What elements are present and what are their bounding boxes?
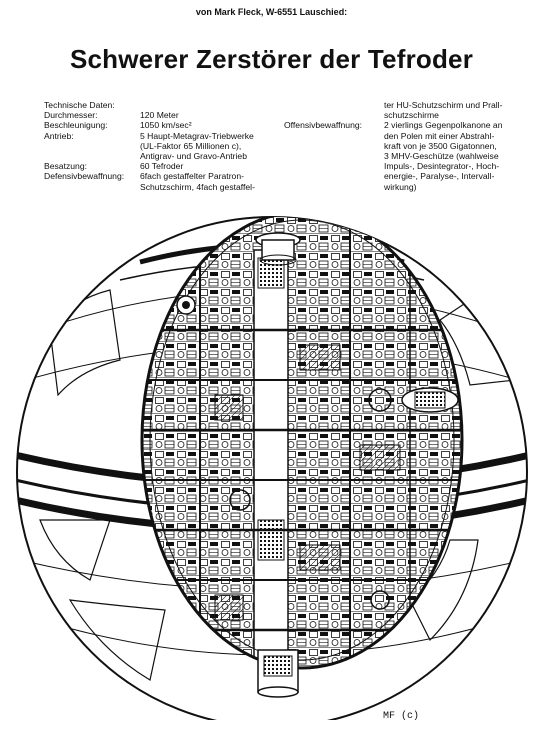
spaceship-cutaway-illustration (16, 216, 528, 720)
spec-continuation: schutzschirme (384, 110, 439, 121)
top-pole-turret (255, 232, 301, 266)
artist-credit: MF (c) (383, 711, 420, 722)
spec-label: Beschleunigung: (44, 120, 108, 131)
spec-row: Beschleunigung: 1050 km/sec² (44, 120, 284, 130)
page-title: Schwerer Zerstörer der Tefroder (69, 44, 474, 74)
spec-value: 5 Haupt-Metagrav-Triebwerke (140, 130, 254, 141)
spec-label: Antrieb: (44, 130, 74, 141)
spec-row: Offensivbewaffnung: 2 vierlings Gegenpol… (284, 120, 520, 191)
spec-label: Offensivbewaffnung: (284, 120, 363, 131)
spec-value: Antigrav- und Gravo-Antrieb (140, 151, 247, 162)
spec-continuation: ter HU-Schutzschirm und Prall- (384, 100, 503, 110)
spec-value: 60 Tefroder (140, 161, 184, 172)
spec-row: Antrieb: 5 Haupt-Metagrav-Triebwerke (UL… (44, 131, 284, 162)
spec-value: den Polen mit einer Abstrahl- (384, 130, 495, 141)
spec-label: Defensivbewaffnung: (44, 171, 125, 182)
bottom-pole-turret (257, 649, 299, 698)
spec-label: Besatzung: (44, 161, 87, 172)
spec-value: (UL-Faktor 65 Millionen c), (140, 140, 242, 151)
spec-value: wirkung) (384, 181, 417, 192)
spec-row: Defensivbewaffnung: 6fach gestaffelter P… (44, 171, 284, 191)
spec-value: 1050 km/sec² (140, 120, 192, 131)
spec-value: 3 MHV-Geschütze (wahlweise (384, 151, 499, 162)
specs-left: Technische Daten: Durchmesser: 120 Meter… (44, 100, 284, 192)
spec-row: Besatzung: 60 Tefroder (44, 161, 284, 171)
spec-value: Schutzschirm, 4fach gestaffel- (140, 181, 255, 192)
spec-label: Durchmesser: (44, 110, 98, 121)
spec-value: 6fach gestaffelter Paratron- (140, 171, 244, 182)
spec-value: energie-, Paralyse-, Intervall- (384, 171, 495, 182)
spec-value: Impuls-, Desintegrator-, Hoch- (384, 161, 500, 172)
specs-heading: Technische Daten: (44, 100, 115, 110)
specs-right: ter HU-Schutzschirm und Prall- schutzsch… (284, 100, 520, 192)
spec-value: kraft von je 3500 Gigatonnen, (384, 140, 497, 151)
byline: von Mark Fleck, W-6551 Lauschied: (195, 7, 348, 17)
spec-row: Durchmesser: 120 Meter (44, 110, 284, 120)
spec-value: 120 Meter (140, 110, 179, 121)
spec-value: 2 vierlings Gegenpolkanone an (384, 120, 503, 131)
